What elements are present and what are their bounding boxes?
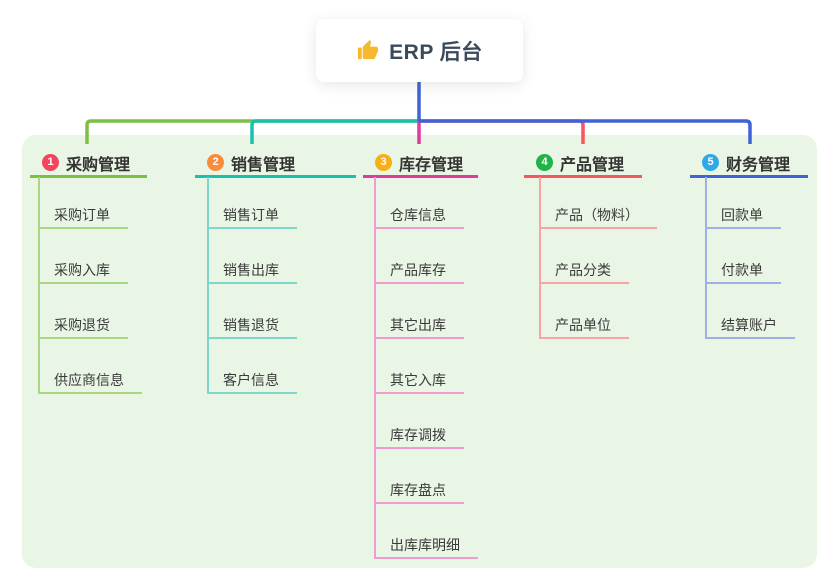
branch-trunk-line <box>374 177 376 559</box>
branch-2-item-3[interactable]: 销售退货 <box>207 315 297 339</box>
branch-5-item-3[interactable]: 结算账户 <box>705 315 795 339</box>
branch-3-item-3[interactable]: 其它出库 <box>374 315 464 339</box>
branch-1-item-4[interactable]: 供应商信息 <box>38 370 142 394</box>
root-node-title: ERP 后台 <box>389 40 483 64</box>
branch-5-item-1[interactable]: 回款单 <box>705 205 781 229</box>
branch-2-item-4[interactable]: 客户信息 <box>207 370 297 394</box>
branch-label: 销售管理 <box>231 156 296 174</box>
branch-2-item-2[interactable]: 销售出库 <box>207 260 297 284</box>
branch-trunk-line <box>38 177 40 394</box>
thumbs-up-icon <box>358 39 379 60</box>
branch-label: 产品管理 <box>560 156 625 174</box>
branch-trunk-line <box>207 177 209 394</box>
branch-number-badge: 5 <box>702 154 719 171</box>
branch-number-badge: 1 <box>42 154 59 171</box>
branch-label: 采购管理 <box>66 156 131 174</box>
branch-number-badge: 3 <box>375 154 392 171</box>
branch-4-item-3[interactable]: 产品单位 <box>539 315 629 339</box>
branch-trunk-line <box>705 177 707 339</box>
branch-1-item-3[interactable]: 采购退货 <box>38 315 128 339</box>
branches-background-panel <box>22 135 817 568</box>
branch-4-item-1[interactable]: 产品（物料） <box>539 205 657 229</box>
branch-1-item-2[interactable]: 采购入库 <box>38 260 128 284</box>
branch-3-item-6[interactable]: 库存盘点 <box>374 480 464 504</box>
root-node-erp[interactable]: ERP 后台 <box>316 19 523 82</box>
branch-trunk-line <box>539 177 541 339</box>
branch-2-item-1[interactable]: 销售订单 <box>207 205 297 229</box>
branch-label: 库存管理 <box>399 156 464 174</box>
branch-3-item-5[interactable]: 库存调拨 <box>374 425 464 449</box>
branch-3-item-1[interactable]: 仓库信息 <box>374 205 464 229</box>
branch-5-header[interactable]: 5 财务管理 <box>690 150 808 178</box>
branch-5-item-2[interactable]: 付款单 <box>705 260 781 284</box>
branch-3-item-7[interactable]: 出库库明细 <box>374 535 478 559</box>
branch-1-header[interactable]: 1 采购管理 <box>30 150 147 178</box>
branch-1-item-1[interactable]: 采购订单 <box>38 205 128 229</box>
branch-label: 财务管理 <box>726 156 791 174</box>
branch-2-header[interactable]: 2 销售管理 <box>195 150 356 178</box>
branch-4-item-2[interactable]: 产品分类 <box>539 260 629 284</box>
branch-4-header[interactable]: 4 产品管理 <box>524 150 642 178</box>
branch-number-badge: 2 <box>207 154 224 171</box>
branch-number-badge: 4 <box>536 154 553 171</box>
branch-3-item-2[interactable]: 产品库存 <box>374 260 464 284</box>
branch-3-item-4[interactable]: 其它入库 <box>374 370 464 394</box>
branch-3-header[interactable]: 3 库存管理 <box>363 150 478 178</box>
